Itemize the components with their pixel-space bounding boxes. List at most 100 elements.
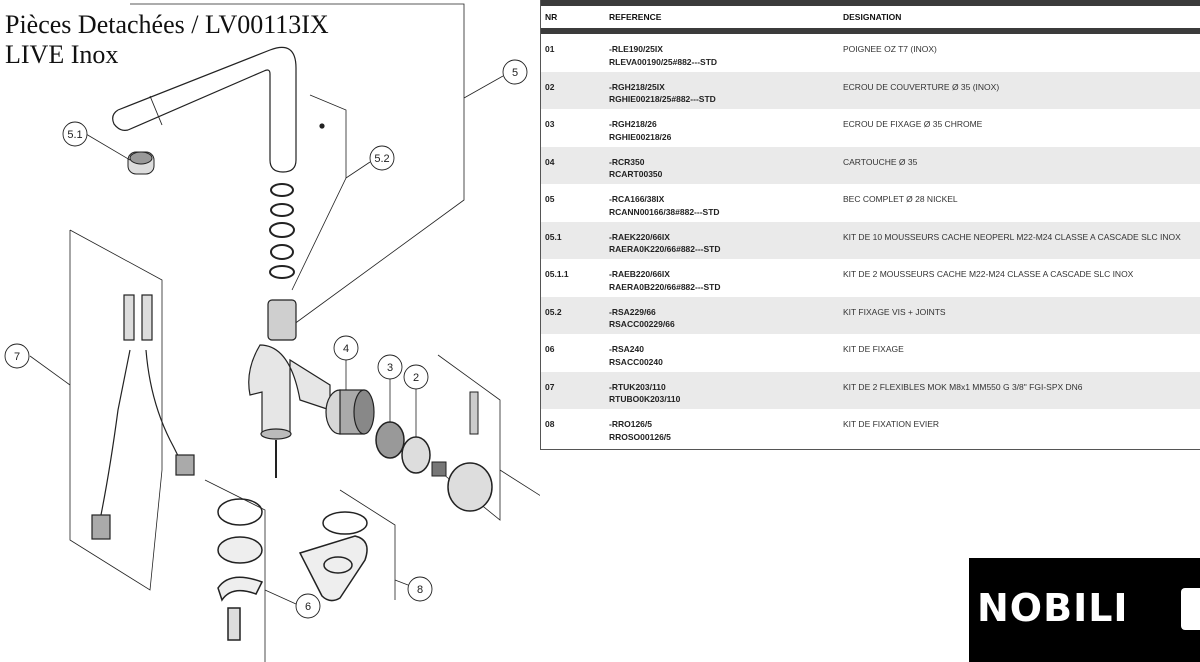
cell-nr: 04 bbox=[545, 156, 555, 167]
callout-label-6: 6 bbox=[305, 601, 311, 613]
handle-1 bbox=[447, 462, 493, 512]
logo-mark bbox=[1181, 588, 1200, 630]
cell-nr: 05.2 bbox=[545, 306, 562, 317]
callout-7 bbox=[4, 343, 30, 369]
callout-label-5-2: 5.2 bbox=[374, 153, 389, 165]
cell-designation: KIT FIXAGE VIS + JOINTS bbox=[843, 306, 946, 317]
handle-pin bbox=[469, 391, 479, 435]
cell-designation: KIT DE 10 MOUSSEURS CACHE NEOPERL M22-M2… bbox=[843, 231, 1181, 242]
page-title: Pièces Detachées / LV00113IX LIVE Inox bbox=[5, 10, 329, 70]
reference-primary: -RCA166/38IX bbox=[609, 194, 665, 204]
cell-nr: 03 bbox=[545, 119, 555, 129]
spout-part bbox=[112, 46, 325, 173]
reference-secondary: RSACC00240 bbox=[609, 356, 663, 367]
cover-nut-2 bbox=[401, 436, 431, 474]
nobili-logo: NOBILI bbox=[969, 558, 1200, 662]
header-designation: DESIGNATION bbox=[843, 12, 902, 22]
reference-primary: -RAEB220/66IX bbox=[609, 269, 670, 279]
callout-2 bbox=[403, 364, 429, 390]
cell-designation: KIT DE 2 FLEXIBLES MOK M8x1 MM550 G 3/8"… bbox=[843, 381, 1083, 392]
reference-secondary: RCART00350 bbox=[609, 169, 663, 179]
cell-designation: KIT DE FIXAGE bbox=[843, 344, 904, 354]
callout-label-5-1: 5.1 bbox=[67, 129, 82, 141]
reference-secondary: RGHIE00218/25#882---STD bbox=[609, 94, 716, 104]
cell-nr: 05.1 bbox=[545, 231, 562, 242]
callout-3 bbox=[377, 354, 403, 380]
nut-3 bbox=[375, 421, 405, 459]
callout-label-3: 3 bbox=[387, 362, 393, 374]
cell-designation: ECROU DE COUVERTURE Ø 35 (INOX) bbox=[843, 81, 1000, 92]
cell-reference: -RGH218/25IX RGHIE00218/25#882---STD bbox=[609, 72, 843, 110]
callout-label-5: 5 bbox=[512, 67, 518, 79]
reference-primary: -RGH218/25IX bbox=[609, 81, 665, 92]
reference-primary: -RAEK220/66IX bbox=[609, 231, 670, 242]
callout-label-4: 4 bbox=[343, 343, 349, 355]
hoses-7 bbox=[91, 294, 195, 540]
mixer-body bbox=[248, 299, 331, 478]
reference-primary: -RTUK203/110 bbox=[609, 381, 666, 392]
cell-designation: KIT DE 2 MOUSSEURS CACHE M22-M24 CLASSE … bbox=[843, 269, 1134, 279]
callout-5-2 bbox=[369, 145, 395, 171]
seal-rings bbox=[269, 183, 295, 279]
reference-secondary: RCANN00166/38#882---STD bbox=[609, 206, 720, 217]
bracket-5-2 bbox=[291, 94, 347, 291]
reference-primary: -RSA240 bbox=[609, 344, 644, 354]
cell-nr: 05 bbox=[545, 194, 555, 204]
cell-nr: 02 bbox=[545, 81, 555, 92]
cell-nr: 07 bbox=[545, 381, 555, 392]
cell-nr: 01 bbox=[545, 44, 555, 54]
reference-secondary: RGHIE00218/26 bbox=[609, 131, 672, 142]
cell-designation: KIT DE FIXATION EVIER bbox=[843, 419, 940, 429]
table-row: 05 -RCA166/38IX RCANN00166/38#882---STD BEC… bbox=[541, 184, 1200, 222]
cell-reference: -RAEK220/66IX RAERA0K220/66#882---STD bbox=[609, 222, 843, 260]
callout-5-1 bbox=[62, 121, 88, 147]
fixing-kit-8 bbox=[298, 511, 368, 602]
cell-reference: -RCA166/38IX RCANN00166/38#882---STD bbox=[609, 184, 843, 222]
callout-8 bbox=[407, 576, 433, 602]
exploded-view-diagram: 5 5.1 5.2 4 3 2 1 7 6 8 bbox=[4, 3, 540, 662]
callout-label-2: 2 bbox=[413, 372, 419, 384]
reference-primary: -RGH218/26 bbox=[609, 119, 657, 129]
reference-secondary: RAERA0K220/66#882---STD bbox=[609, 244, 721, 254]
table-row: 05.1 -RAEK220/66IX RAERA0K220/66#882---STD… bbox=[541, 221, 1200, 260]
callout-label-8: 8 bbox=[417, 584, 423, 596]
table-header: NR REFERENCE DESIGNATION bbox=[541, 6, 1200, 34]
callout-label-7: 7 bbox=[14, 351, 20, 363]
cell-designation: BEC COMPLET Ø 28 NICKEL bbox=[843, 194, 958, 204]
cell-designation: POIGNEE OZ T7 (INOX) bbox=[843, 44, 937, 54]
header-reference: REFERENCE bbox=[609, 12, 662, 22]
cell-nr: 06 bbox=[545, 344, 555, 354]
reference-primary: -RLE190/25IX bbox=[609, 44, 663, 54]
title-line-1: Pièces Detachées / LV00113IX bbox=[5, 10, 329, 39]
fixing-kit-6 bbox=[217, 498, 264, 641]
reference-primary: -RCR350 bbox=[609, 156, 645, 167]
bracket-6 bbox=[204, 479, 266, 662]
reference-secondary: RROSO00126/5 bbox=[609, 431, 671, 442]
cell-reference: -RAEB220/66IX RAERA0B220/66#882---STD bbox=[609, 259, 843, 297]
reference-primary: -RSA229/66 bbox=[609, 306, 656, 317]
header-nr: NR bbox=[545, 12, 558, 22]
parts-table: NR REFERENCE DESIGNATION 01 -RLE190/25IX R… bbox=[540, 0, 1200, 450]
cell-nr: 08 bbox=[545, 419, 555, 429]
logo-text: NOBILI bbox=[977, 586, 1129, 630]
callout-6 bbox=[295, 593, 321, 619]
bracket-7 bbox=[69, 229, 163, 591]
callout-5 bbox=[502, 59, 528, 85]
reference-secondary: RAERA0B220/66#882---STD bbox=[609, 281, 721, 292]
cell-designation: CARTOUCHE Ø 35 bbox=[843, 156, 918, 167]
reference-primary: -RRO126/5 bbox=[609, 419, 652, 429]
